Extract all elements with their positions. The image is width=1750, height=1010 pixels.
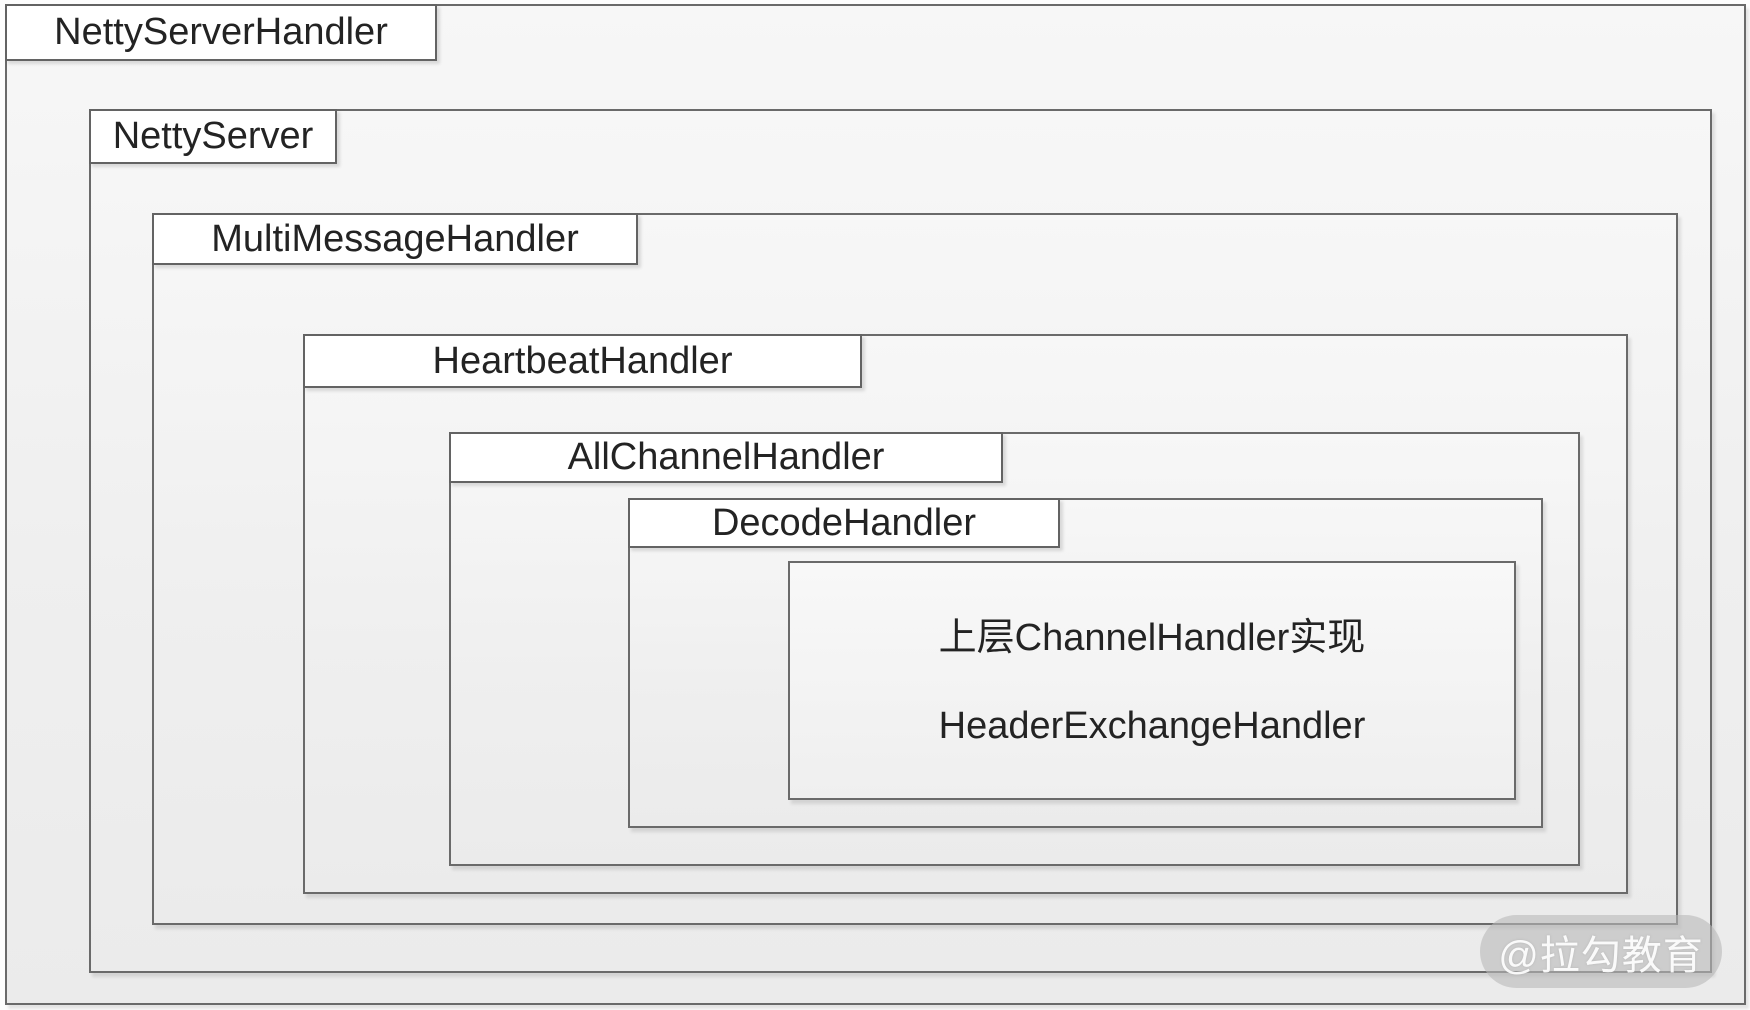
label-all-channel-handler: AllChannelHandler bbox=[449, 432, 1003, 483]
watermark-badge: @拉勾教育 bbox=[1480, 915, 1722, 988]
label-heartbeat-handler: HeartbeatHandler bbox=[303, 334, 862, 388]
label-netty-server-handler: NettyServerHandler bbox=[5, 4, 437, 61]
inner-box-line-upper-channelhandler: 上层ChannelHandler实现 bbox=[938, 617, 1366, 659]
label-netty-server: NettyServer bbox=[89, 109, 337, 164]
inner-handler-box: 上层ChannelHandler实现 HeaderExchangeHandler bbox=[788, 561, 1516, 800]
inner-box-line-header-exchange-handler: HeaderExchangeHandler bbox=[938, 705, 1366, 747]
label-decode-handler: DecodeHandler bbox=[628, 498, 1060, 548]
label-multi-message-handler: MultiMessageHandler bbox=[152, 213, 638, 265]
